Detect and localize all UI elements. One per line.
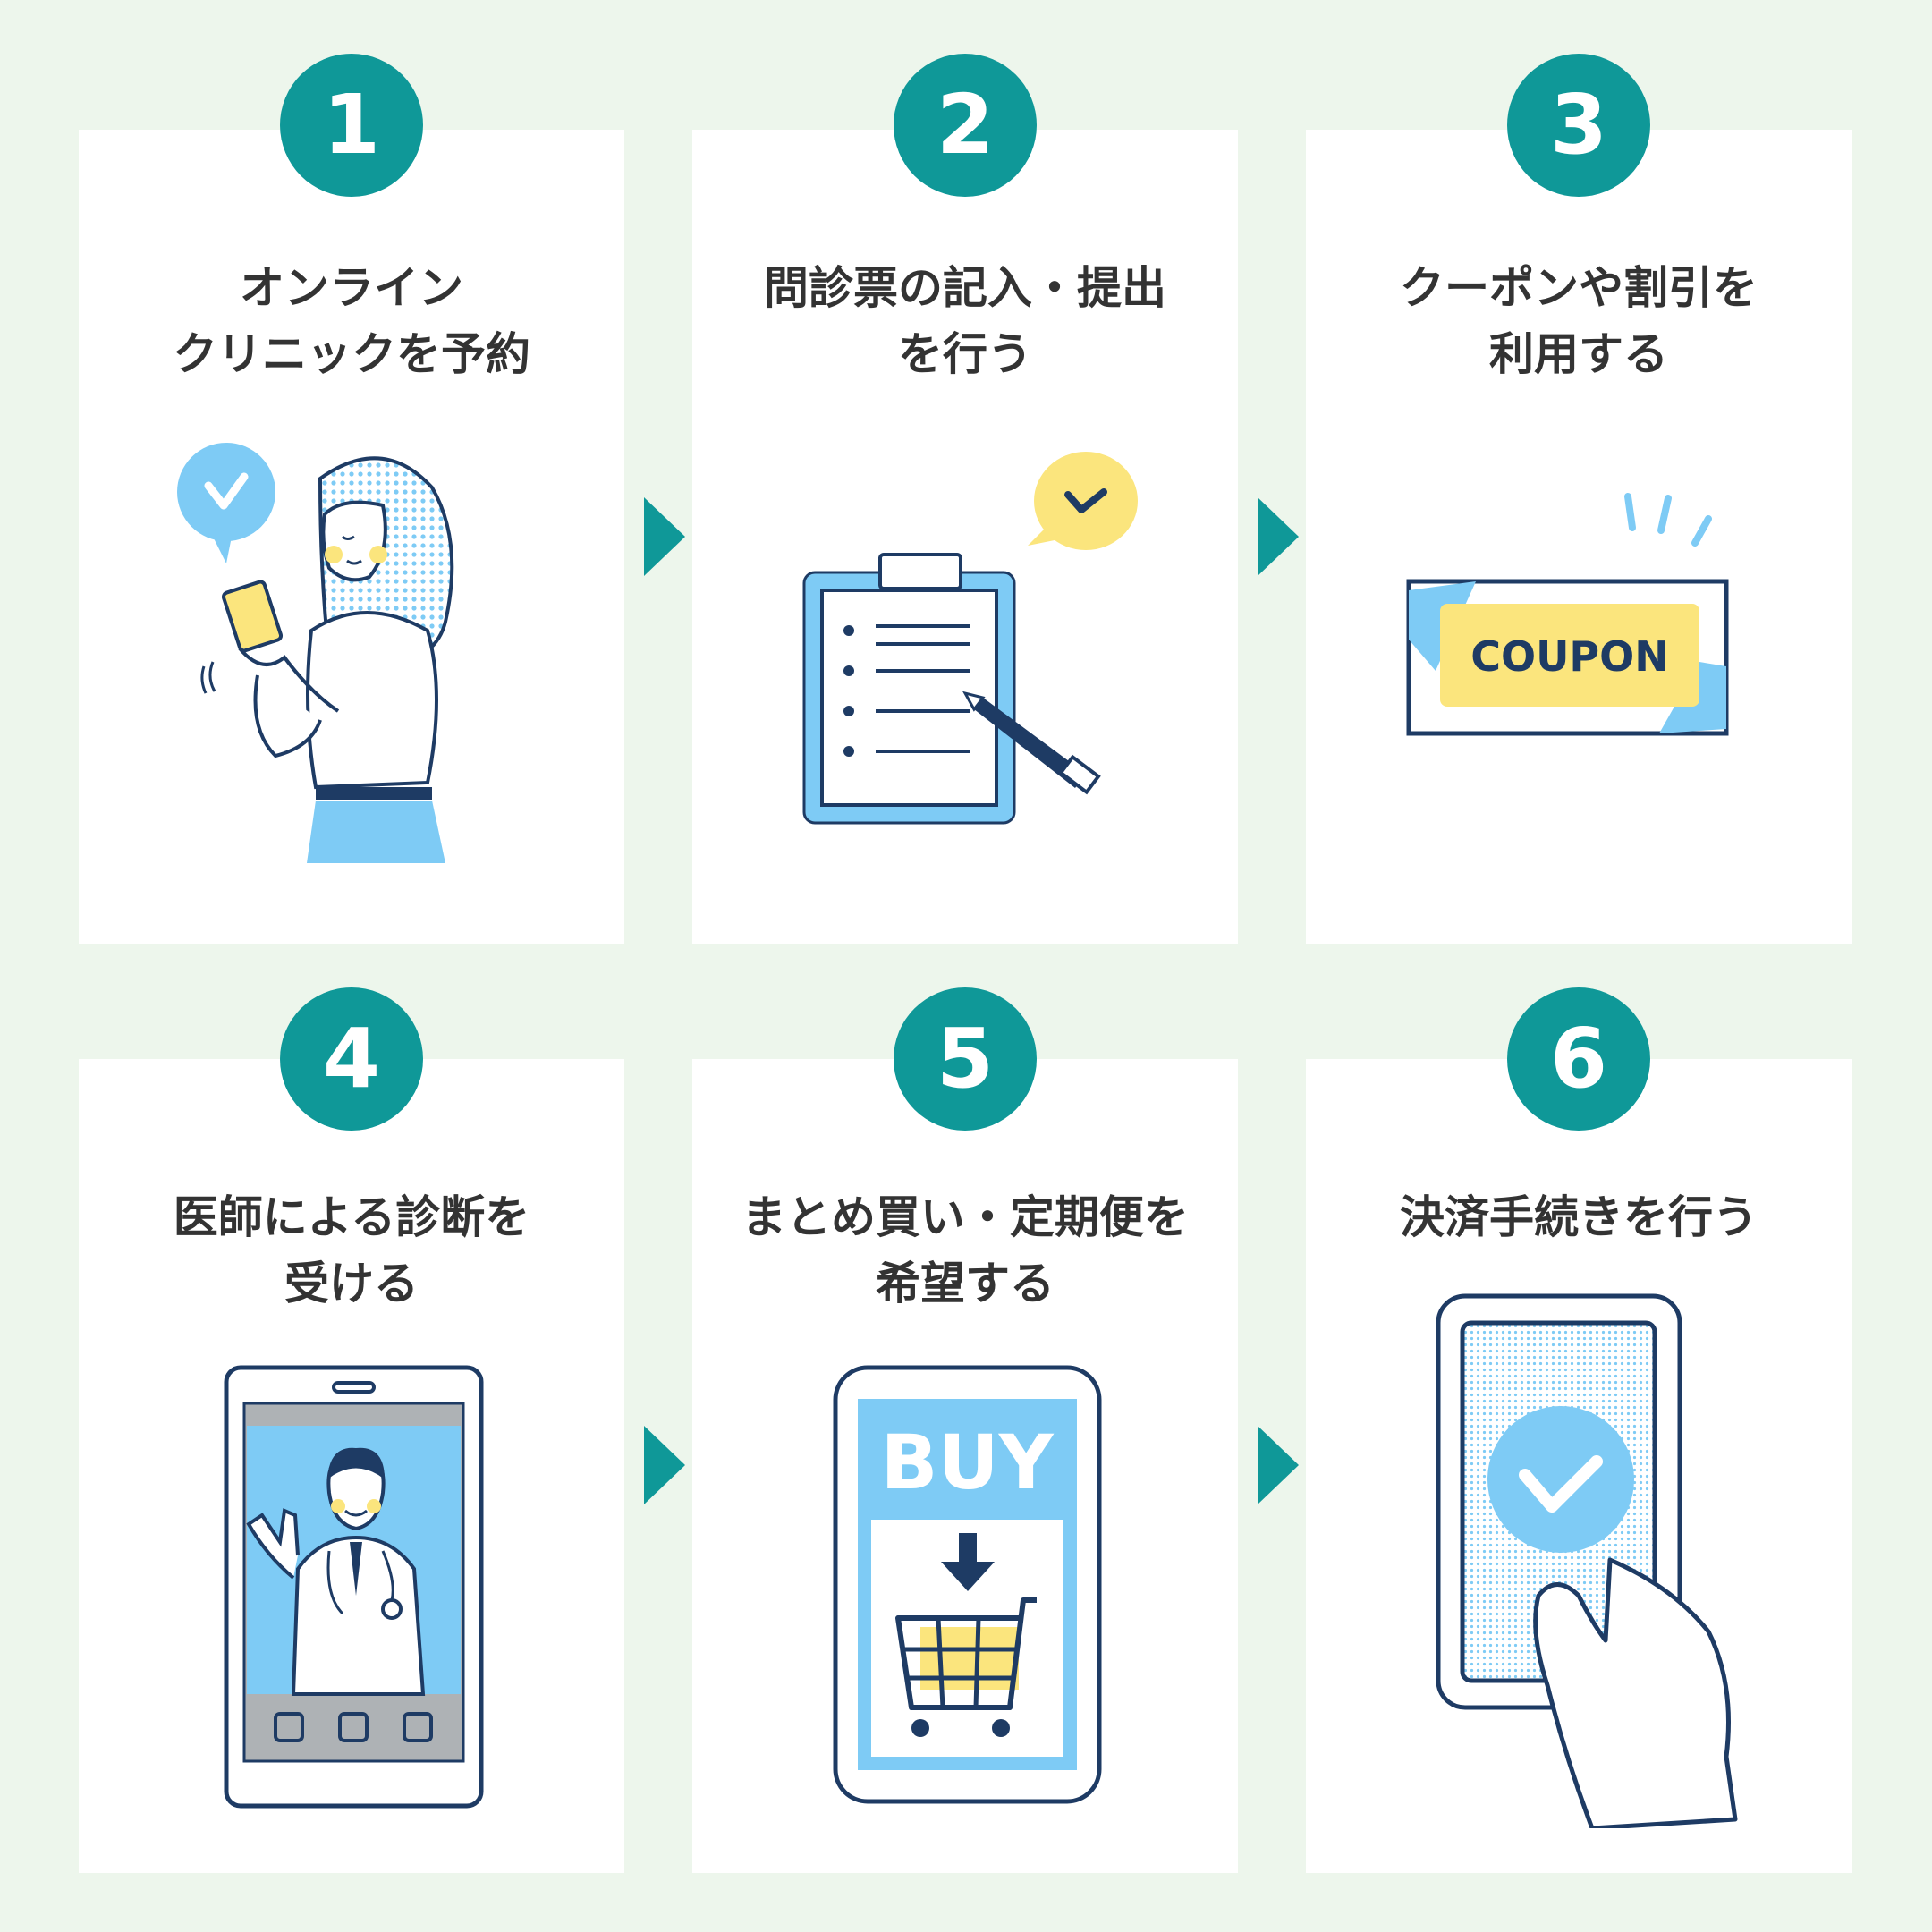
- step-card-3: クーポンや割引を 利用する COUPON: [1306, 130, 1852, 944]
- clipboard-checklist-icon: [802, 452, 1138, 825]
- buy-text: BUY: [880, 1419, 1054, 1506]
- step-number-badge: 1: [280, 54, 423, 197]
- step-title: 決済手続きを行う: [1400, 1191, 1758, 1243]
- step-title: クーポンや割引を 利用する: [1400, 262, 1758, 380]
- step-card-1: オンライン クリニックを予約: [79, 130, 624, 944]
- step-card-5: まとめ買い・定期便を 希望する BUY: [692, 1059, 1238, 1873]
- step-title: 問診票の記入・提出 を行う: [764, 262, 1166, 380]
- step-number-badge: 4: [280, 987, 423, 1131]
- coupon-ticket-icon: COUPON: [1406, 493, 1729, 736]
- step-title: 医師による診断を 受ける: [173, 1191, 530, 1309]
- step-number-badge: 6: [1507, 987, 1650, 1131]
- step-card-6: 決済手続きを行う: [1306, 1059, 1852, 1873]
- step-number-badge: 2: [894, 54, 1037, 197]
- step-card-4: 医師による診断を 受ける: [79, 1059, 624, 1873]
- step-number-badge: 3: [1507, 54, 1650, 197]
- woman-with-smartphone-icon: [177, 443, 454, 863]
- step-title: オンライン クリニックを予約: [173, 262, 530, 380]
- next-arrow-icon: [644, 497, 685, 576]
- next-arrow-icon: [1258, 497, 1299, 576]
- shopping-cart-phone-icon: BUY: [833, 1365, 1102, 1804]
- step-title: まとめ買い・定期便を 希望する: [741, 1191, 1189, 1309]
- coupon-text: COUPON: [1470, 632, 1669, 681]
- next-arrow-icon: [1258, 1426, 1299, 1504]
- payment-check-phone-icon: [1436, 1293, 1738, 1828]
- doctor-video-call-icon: [224, 1365, 484, 1809]
- step-number-badge: 5: [894, 987, 1037, 1131]
- next-arrow-icon: [644, 1426, 685, 1504]
- step-card-2: 問診票の記入・提出 を行う: [692, 130, 1238, 944]
